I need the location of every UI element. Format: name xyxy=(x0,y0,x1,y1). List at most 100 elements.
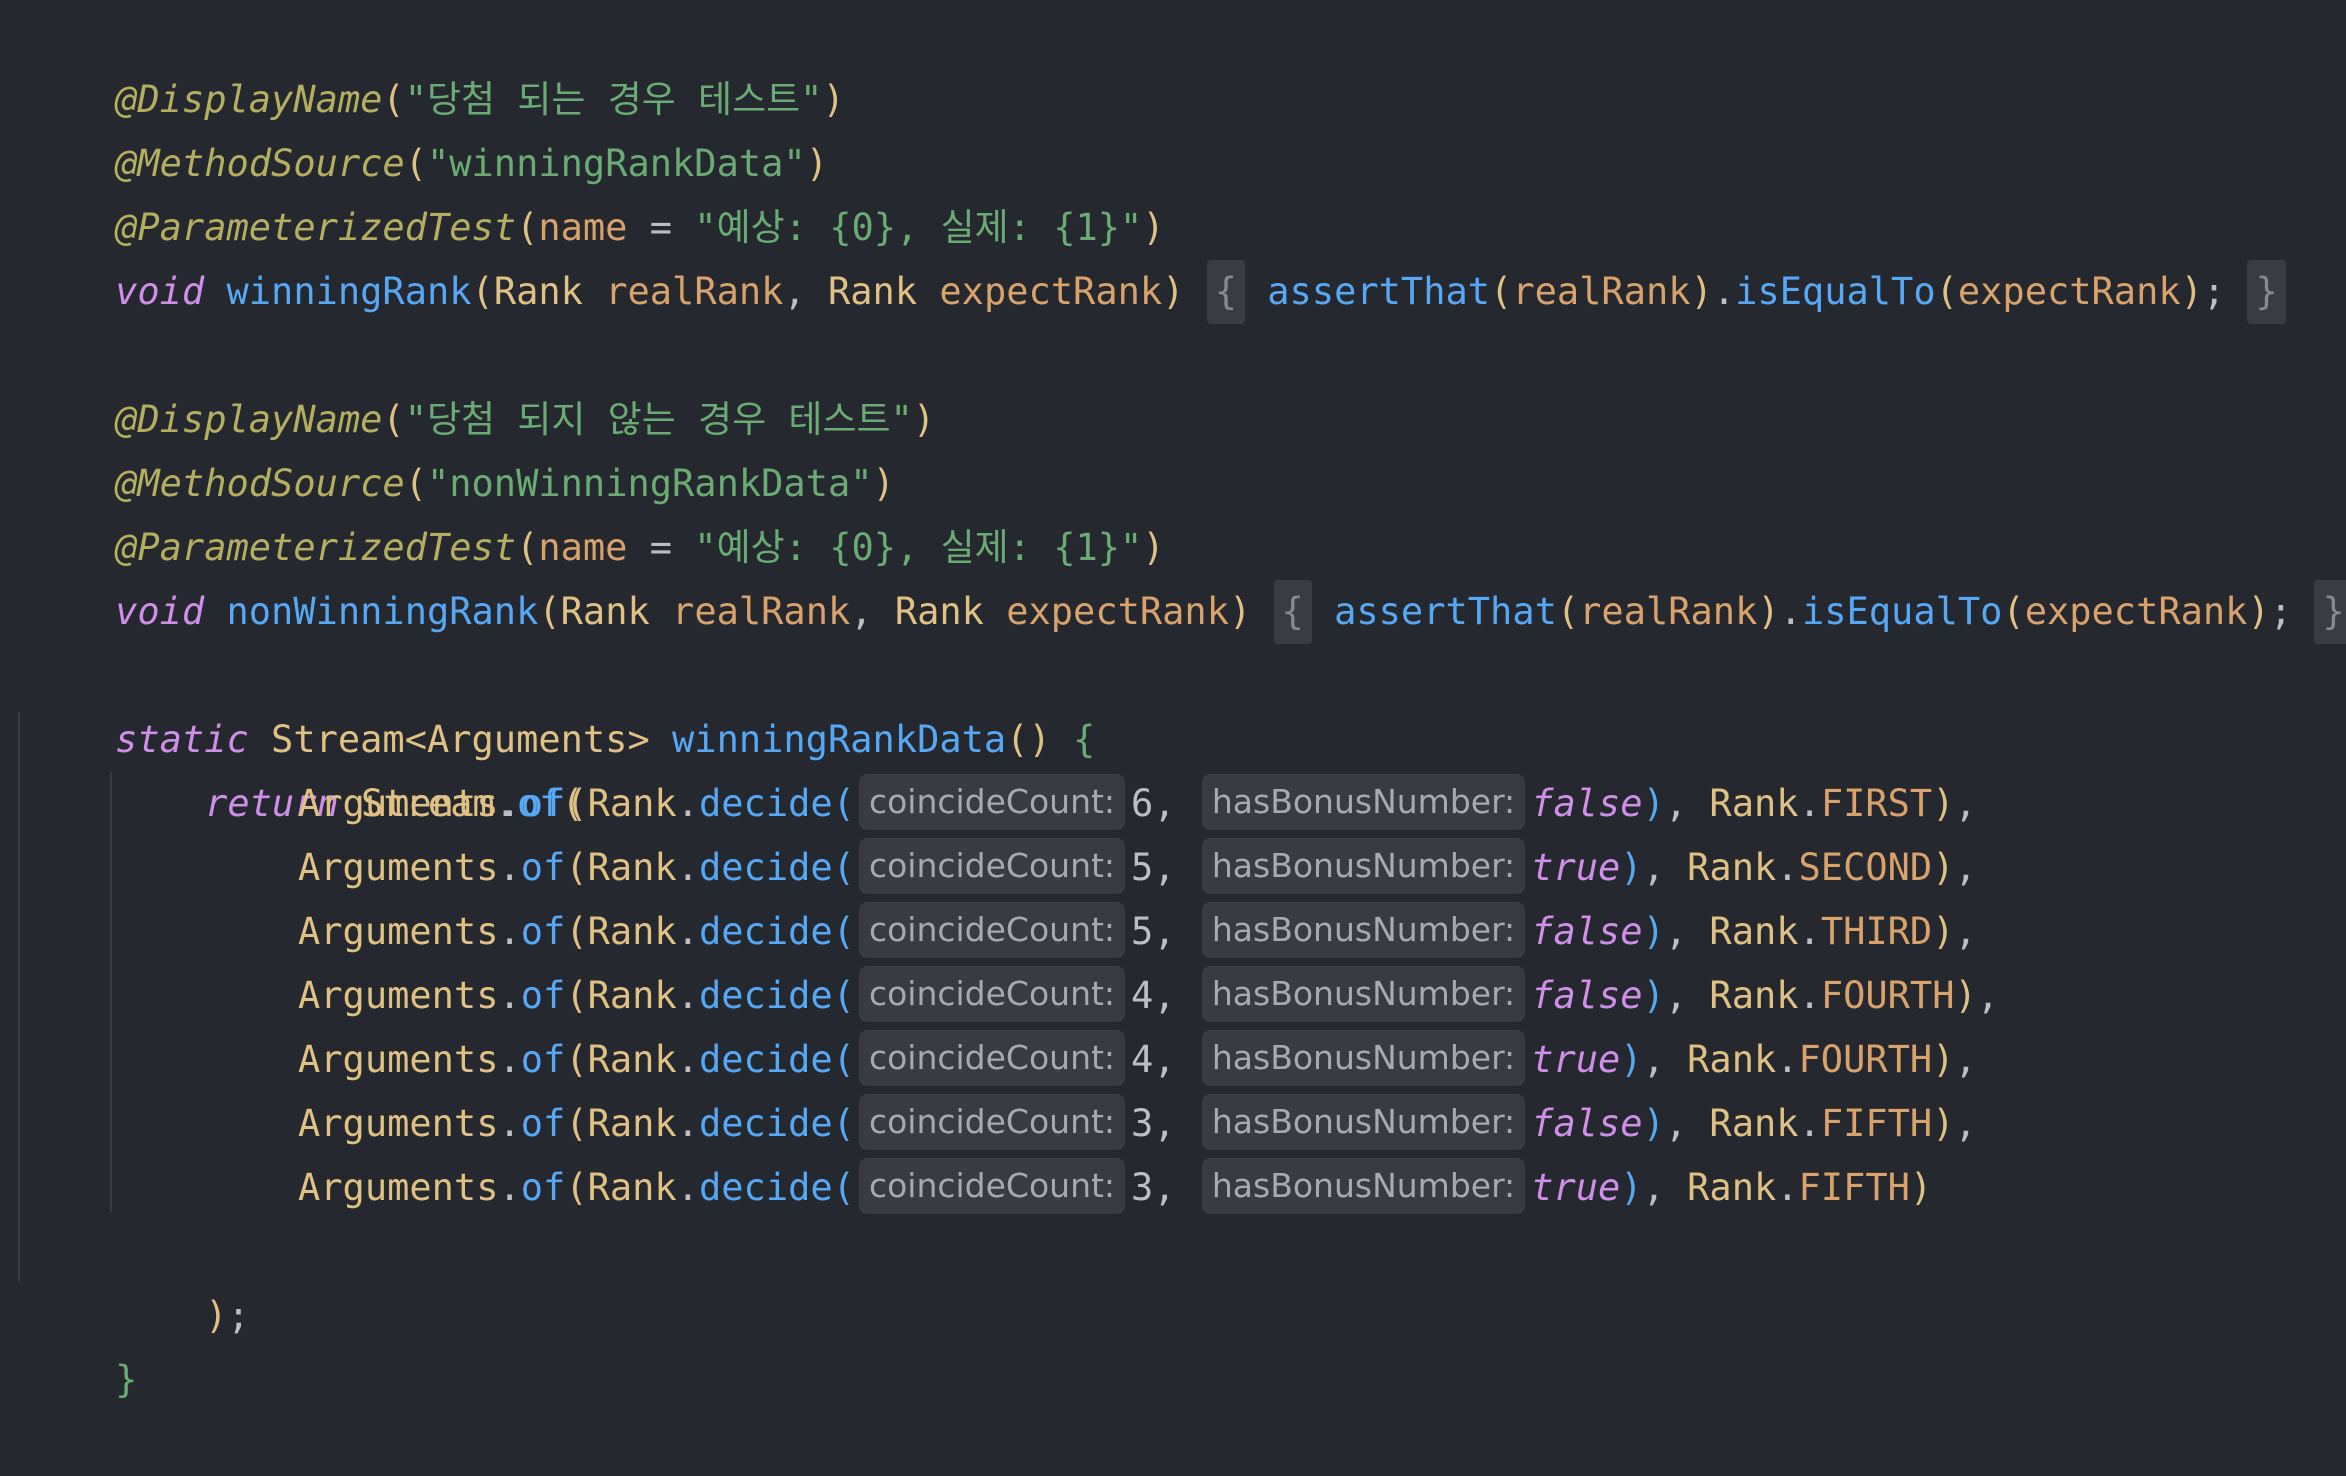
parameter-hint: hasBonusNumber: xyxy=(1201,1158,1526,1214)
number-token: 4 xyxy=(1131,1038,1154,1081)
param-token: expectRank xyxy=(1957,270,2181,313)
param-token: realRank xyxy=(605,270,784,313)
code-line[interactable]: } xyxy=(26,1284,137,1401)
code-line-argument-row[interactable]: Arguments.of(Rank.decide(coincideCount:5… xyxy=(298,836,1977,900)
dot-token: . xyxy=(1776,1166,1799,1209)
function-call-token: decide xyxy=(699,1166,833,1209)
code-editor[interactable]: @DisplayName("당첨 되는 경우 테스트") @MethodSour… xyxy=(0,0,2346,1401)
code-line-argument-row[interactable]: Arguments.of(Rank.decide(coincideCount:4… xyxy=(298,964,1999,1028)
paren-token: ( xyxy=(565,1166,588,1209)
function-call-token: decide xyxy=(699,1038,833,1081)
parameter-hint: hasBonusNumber: xyxy=(1201,902,1526,958)
paren-token: ) xyxy=(1932,1102,1955,1145)
code-line[interactable]: @DisplayName("당첨 되는 경우 테스트") xyxy=(26,4,845,121)
paren-token: ) xyxy=(1642,910,1665,953)
code-line[interactable]: @MethodSource("nonWinningRankData") xyxy=(26,388,895,505)
function-call-token: assertThat xyxy=(1334,590,1557,633)
type-token: Rank xyxy=(1687,846,1777,889)
code-line-argument-row[interactable]: Arguments.of(Rank.decide(coincideCount:6… xyxy=(298,772,1977,836)
dot-token: . xyxy=(498,1166,521,1209)
type-token: Rank xyxy=(1709,1102,1799,1145)
keyword-token: void xyxy=(115,590,205,633)
code-line-argument-row[interactable]: Arguments.of(Rank.decide(coincideCount:3… xyxy=(298,1092,1977,1156)
comma-token: , xyxy=(850,590,895,633)
dot-token: . xyxy=(1798,1102,1821,1145)
comma-token: , xyxy=(1153,1038,1176,1081)
operator-token: = xyxy=(627,526,695,569)
string-token: "예상: {0}, 실제: {1}" xyxy=(694,526,1143,569)
type-token: Rank xyxy=(1687,1038,1777,1081)
paren-token: ( xyxy=(832,1038,855,1081)
paren-token: ) xyxy=(1690,270,1713,313)
paren-token: ) xyxy=(822,78,845,121)
code-line[interactable]: void nonWinningRank(Rank realRank, Rank … xyxy=(26,516,2346,644)
code-line-argument-row[interactable]: Arguments.of(Rank.decide(coincideCount:4… xyxy=(298,1028,1977,1092)
code-line[interactable]: ); xyxy=(116,1220,250,1337)
code-line-argument-row[interactable]: Arguments.of(Rank.decide(coincideCount:3… xyxy=(298,1156,1932,1220)
keyword-token: false xyxy=(1531,782,1643,825)
comma-token: , xyxy=(1153,974,1176,1017)
number-token: 5 xyxy=(1131,910,1154,953)
code-line[interactable]: void winningRank(Rank realRank, Rank exp… xyxy=(26,196,2286,324)
type-token: Arguments xyxy=(298,1102,499,1145)
code-line[interactable]: @ParameterizedTest(name = "예상: {0}, 실제: … xyxy=(26,132,1165,249)
type-token: Rank xyxy=(587,1166,677,1209)
type-token: Rank xyxy=(1687,1166,1777,1209)
keyword-token: true xyxy=(1531,1038,1621,1081)
dot-token: . xyxy=(1776,846,1799,889)
param-token: expectRank xyxy=(2024,590,2248,633)
paren-token: ( xyxy=(1490,270,1513,313)
type-token: Rank xyxy=(828,270,918,313)
code-line[interactable]: @ParameterizedTest(name = "예상: {0}, 실제: … xyxy=(26,452,1165,569)
comma-token: , xyxy=(1153,846,1176,889)
dot-token: . xyxy=(498,974,521,1017)
comma-token: , xyxy=(1642,1166,1665,1209)
number-token: 3 xyxy=(1131,1102,1154,1145)
code-line[interactable]: @DisplayName("당첨 되지 않는 경우 테스트") xyxy=(26,324,935,441)
annotation-token: @MethodSource xyxy=(115,462,405,505)
fold-close-brace[interactable]: } xyxy=(2314,580,2346,644)
code-line[interactable]: @MethodSource("winningRankData") xyxy=(26,68,828,185)
method-name-token: winningRankData xyxy=(672,718,1007,761)
comma-token: , xyxy=(1954,910,1977,953)
keyword-token: static xyxy=(115,718,249,761)
code-line[interactable]: return Stream.of( xyxy=(116,708,584,825)
paren-token: ) xyxy=(1642,974,1665,1017)
parameter-hint: coincideCount: xyxy=(858,1030,1126,1086)
dot-token: . xyxy=(494,782,517,825)
parameter-hint: coincideCount: xyxy=(858,838,1126,894)
paren-token: ) xyxy=(1620,846,1643,889)
dot-token: . xyxy=(676,1166,699,1209)
paren-token: ( xyxy=(382,398,405,441)
dot-token: . xyxy=(498,910,521,953)
type-token: Rank xyxy=(587,974,677,1017)
paren-token: ) xyxy=(205,1294,228,1337)
code-line-argument-row[interactable]: Arguments.of(Rank.decide(coincideCount:5… xyxy=(298,900,1977,964)
attribute-key-token: name xyxy=(538,526,628,569)
comma-token: , xyxy=(1664,1102,1688,1145)
paren-token: ( xyxy=(565,846,588,889)
attribute-key-token: name xyxy=(538,206,628,249)
comma-token: , xyxy=(1976,974,2000,1017)
comma-token: , xyxy=(1153,782,1176,825)
paren-token: ( xyxy=(832,846,855,889)
dot-token: . xyxy=(1712,270,1736,313)
paren-token: ( xyxy=(2002,590,2025,633)
fold-open-brace[interactable]: { xyxy=(1273,580,1312,644)
paren-token: ) xyxy=(1932,782,1955,825)
enum-constant-token: FIRST xyxy=(1820,782,1933,825)
number-token: 4 xyxy=(1131,974,1154,1017)
string-token: "nonWinningRankData" xyxy=(426,462,873,505)
enum-constant-token: SECOND xyxy=(1798,846,1933,889)
function-call-token: of xyxy=(520,1102,566,1145)
fold-close-brace[interactable]: } xyxy=(2247,260,2286,324)
fold-open-brace[interactable]: { xyxy=(1206,260,1245,324)
dot-token: . xyxy=(1798,782,1821,825)
type-token: Stream<Arguments> xyxy=(271,718,650,761)
function-call-token: of xyxy=(520,974,566,1017)
paren-token: ( xyxy=(832,782,855,825)
code-line[interactable]: static Stream<Arguments> winningRankData… xyxy=(26,644,1095,761)
function-call-token: of xyxy=(520,846,566,889)
dot-token: . xyxy=(676,846,699,889)
number-token: 5 xyxy=(1131,846,1154,889)
